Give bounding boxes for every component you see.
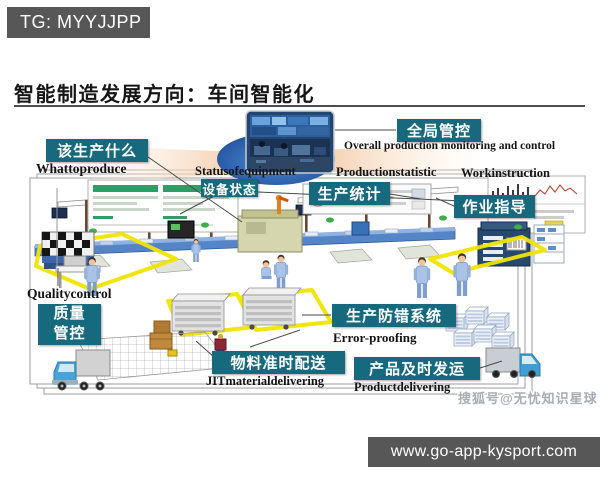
seated-worker xyxy=(261,260,272,279)
callout-global-control: 全局管控 xyxy=(397,119,481,142)
callout-production-statistic: 生产统计 xyxy=(309,182,390,205)
tg-badge: TG: MYYJJPP xyxy=(7,7,150,38)
callout-jit-material: 物料准时配送 xyxy=(212,351,345,374)
label-quality-control-en: Qualitycontrol xyxy=(27,286,112,301)
outbound-truck xyxy=(485,347,541,378)
shelf-unit xyxy=(533,224,565,264)
label-equipment-status-en: Statusofequipment xyxy=(195,164,296,178)
robot-arm xyxy=(275,194,289,214)
callout-product-delivering: 产品及时发运 xyxy=(354,357,480,380)
black-machine xyxy=(167,220,195,239)
tray-cart xyxy=(242,287,302,331)
callout-equipment-status: 设备状态 xyxy=(201,179,258,197)
label-jit-material-en: JITmaterialdelivering xyxy=(206,374,325,388)
watermark: 搜狐号@无忧知识星球 xyxy=(458,391,598,406)
page-title: 智能制造发展方向：车间智能化 xyxy=(14,84,315,106)
pallet-boxes xyxy=(149,320,178,357)
quality-control-line2: 管控 xyxy=(53,325,86,342)
station-screen xyxy=(351,221,370,236)
tray-cart xyxy=(171,293,231,337)
callout-quality-control: 质量 管控 xyxy=(38,304,101,345)
plants xyxy=(89,215,522,234)
workers xyxy=(83,238,472,299)
label-work-instruction-en: Workinstruction xyxy=(461,166,550,180)
label-what-to-produce-en: Whattoproduce xyxy=(36,161,127,176)
callout-what-to-produce: 该生产什么 xyxy=(46,139,148,162)
label-production-statistic-en: Productionstatistic xyxy=(336,165,437,179)
callout-error-proofing: 生产防错系统 xyxy=(332,304,456,327)
label-product-delivering-en: Productdelivering xyxy=(354,380,451,394)
label-error-proofing-en: Error-proofing xyxy=(333,330,417,345)
footer-url: www.go-app-kysport.com xyxy=(368,437,600,467)
center-machine xyxy=(237,209,303,253)
title-underline xyxy=(14,105,585,107)
projection-beam-right xyxy=(318,144,478,176)
inbound-truck xyxy=(52,349,111,391)
quality-control-line1: 质量 xyxy=(53,306,86,322)
control-room-photo xyxy=(245,110,335,174)
callout-work-instruction: 作业指导 xyxy=(454,195,535,218)
label-global-control-en: Overall production monitoring and contro… xyxy=(344,140,556,152)
